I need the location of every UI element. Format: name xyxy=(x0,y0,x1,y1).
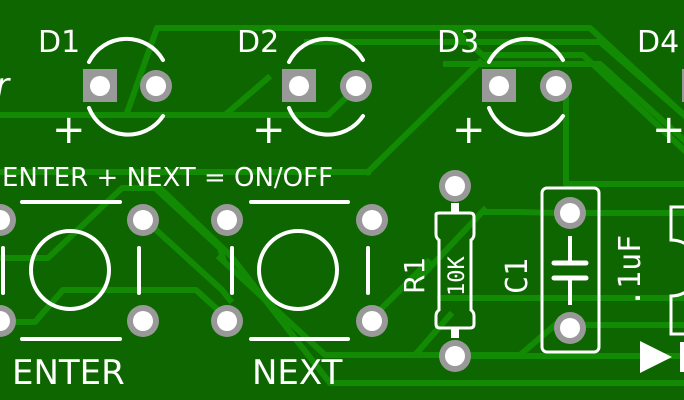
button-actuator[interactable] xyxy=(257,229,339,311)
led-outline xyxy=(487,106,565,137)
resistor-value: 10K xyxy=(445,256,470,296)
led-outline xyxy=(287,36,365,64)
polarity-mark: + xyxy=(52,107,86,153)
button-pad-hole xyxy=(133,311,153,331)
resistor-pad-hole xyxy=(445,346,465,366)
resistor-body xyxy=(434,211,476,330)
button-label: ENTER xyxy=(12,353,125,393)
trace xyxy=(0,287,223,325)
trace xyxy=(563,95,684,187)
led-outline xyxy=(87,36,165,64)
button-next: NEXT xyxy=(211,200,388,393)
edge-text-fragment: r xyxy=(0,66,11,104)
capacitor-outline xyxy=(540,186,601,354)
ic-pin-edge xyxy=(680,342,684,372)
capacitor-c1: C1 .1uF xyxy=(500,186,648,354)
ic-outline-partial xyxy=(640,205,684,373)
led-pad-hole xyxy=(146,76,166,96)
resistor-lead xyxy=(451,203,459,213)
trace xyxy=(138,213,235,305)
capacitor-ref-label: C1 xyxy=(500,258,535,294)
trace xyxy=(482,209,684,216)
trace xyxy=(155,183,684,386)
led-outline xyxy=(287,106,365,137)
led-ref-label: D3 xyxy=(437,25,479,60)
polarity-mark: + xyxy=(652,107,684,153)
led-pad-hole xyxy=(289,76,309,96)
resistor-r1: R1 10K xyxy=(398,170,476,372)
trace xyxy=(215,253,455,358)
led-ref-label: D1 xyxy=(38,25,80,60)
button-pad-hole xyxy=(362,311,382,331)
button-label: NEXT xyxy=(252,353,343,393)
led-pad-hole xyxy=(90,76,110,96)
trace xyxy=(449,25,684,120)
pin1-indicator-icon xyxy=(640,341,672,373)
button-pad-hole xyxy=(362,210,382,230)
polarity-mark: + xyxy=(252,107,286,153)
button-pad-hole xyxy=(133,210,153,230)
led-pad-hole xyxy=(489,76,509,96)
button-pad-hole xyxy=(217,311,237,331)
led-pad-hole xyxy=(546,76,566,96)
led-d4: D4 + xyxy=(637,25,684,153)
led-ref-label: D4 xyxy=(637,25,679,60)
led-d1: D1 + xyxy=(38,25,172,153)
led-d3: D3 + xyxy=(437,25,572,153)
copper-traces xyxy=(0,25,684,386)
trace xyxy=(482,52,684,155)
trace xyxy=(443,61,684,145)
ic-outline xyxy=(669,205,684,336)
button-pad-hole xyxy=(0,311,10,331)
led-pad-square[interactable] xyxy=(682,69,684,102)
resistor-lead xyxy=(451,328,459,338)
led-outline xyxy=(487,36,565,64)
capacitor-value: .1uF xyxy=(613,235,648,307)
led-outline xyxy=(87,106,165,137)
led-pad-hole xyxy=(346,76,366,96)
polarity-mark: + xyxy=(452,107,486,153)
button-pad-hole xyxy=(0,210,10,230)
led-d2: D2 + xyxy=(237,25,372,153)
button-enter: ENTER xyxy=(0,200,159,393)
capacitor-pad-hole xyxy=(560,318,580,338)
button-actuator[interactable] xyxy=(29,229,111,311)
led-ref-label: D2 xyxy=(237,25,279,60)
button-legend: ENTER + NEXT = ON/OFF xyxy=(2,163,333,193)
trace xyxy=(363,57,485,177)
capacitor-pad-hole xyxy=(560,203,580,223)
resistor-pad-hole xyxy=(445,176,465,196)
button-pad-hole xyxy=(217,210,237,230)
resistor-ref-label: R1 xyxy=(398,257,431,294)
